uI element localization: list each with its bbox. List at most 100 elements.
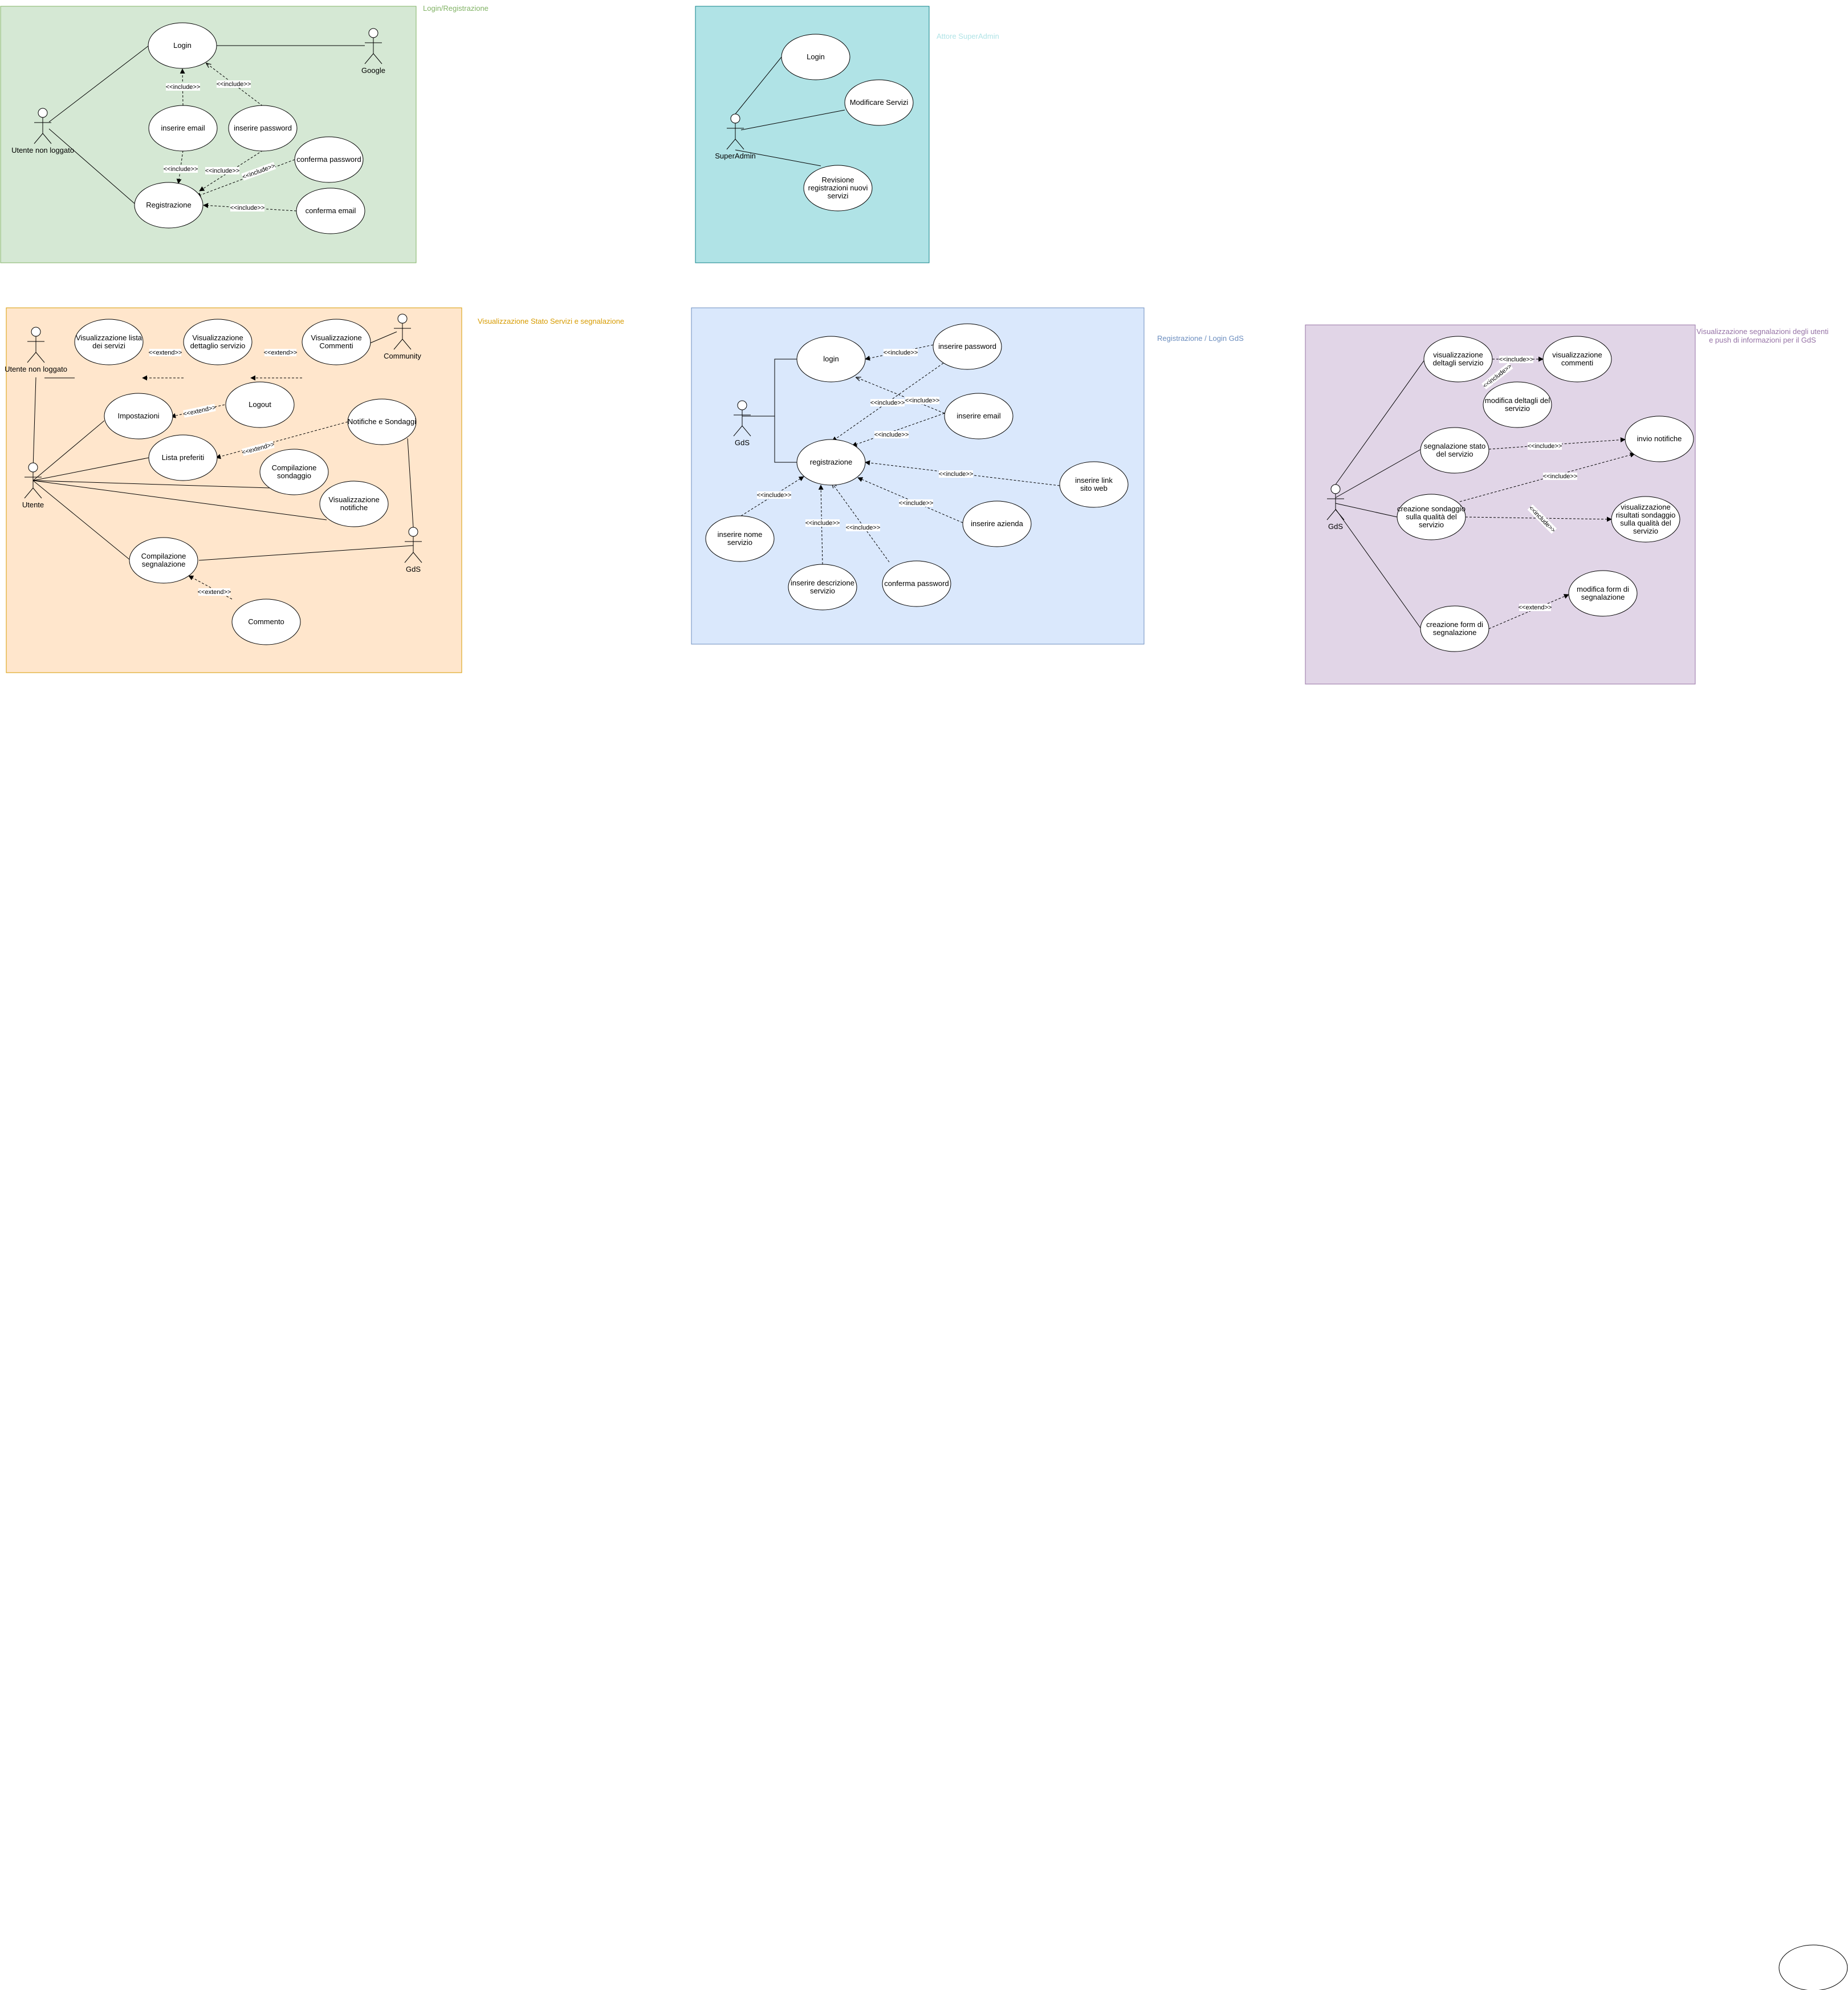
usecase-label: Logout	[249, 400, 271, 409]
actor-status-utente[interactable]: Utente	[22, 462, 44, 509]
usecase-login-confirm-email[interactable]: conferma email	[296, 188, 365, 234]
usecase-ellipse	[319, 481, 389, 527]
actor-status-user-nl[interactable]: Utente non loggato	[5, 327, 67, 373]
section-title-gds: Registrazione / Login GdS	[1157, 334, 1244, 343]
usecase-gds-password[interactable]: inserire password	[933, 323, 1002, 370]
actor-label: Utente non loggato	[11, 146, 74, 154]
usecase-label: inserire descrizione	[791, 579, 854, 587]
usecase-label: sulla qualità del	[1406, 512, 1457, 521]
actor-login-google[interactable]: Google	[361, 28, 385, 75]
actor-shape	[38, 108, 48, 118]
usecase-gds-company[interactable]: inserire azienda	[962, 500, 1032, 547]
usecase-status-comment[interactable]: Commento	[231, 599, 301, 645]
usecase-ellipse	[1625, 416, 1694, 462]
actor-shape	[726, 139, 736, 150]
usecase-label: creazione sondaggio	[1397, 504, 1466, 513]
usecase-label: inserire email	[161, 124, 205, 132]
usecase-ellipse	[231, 599, 301, 645]
usecase-login-login[interactable]: Login	[148, 22, 217, 69]
usecase-ellipse	[296, 188, 365, 234]
usecase-label: Login	[807, 52, 825, 61]
usecase-login-confirm-password[interactable]: conferma password	[294, 136, 364, 183]
usecase-label: Registrazione	[146, 201, 192, 209]
actor-gds-gds[interactable]: GdS	[733, 400, 751, 447]
usecase-login-password[interactable]: inserire password	[228, 105, 298, 152]
rel-label-extend: <<extend>>	[1519, 604, 1552, 611]
usecase-label: notifiche	[340, 503, 368, 512]
actor-shape	[413, 552, 422, 563]
actor-status-gds[interactable]: GdS	[404, 527, 422, 573]
usecase-status-notif-surveys[interactable]: Notifiche e Sondaggi	[347, 398, 417, 445]
actor-shape	[1335, 509, 1345, 520]
usecase-report-push[interactable]: invio notifiche	[1625, 416, 1694, 462]
empty-ellipse[interactable]	[1778, 1944, 1848, 1990]
usecase-label: inserire azienda	[971, 519, 1024, 528]
usecase-login-registrazione[interactable]: Registrazione	[134, 182, 203, 229]
usecase-gds-confirm-password[interactable]: conferma password	[882, 560, 951, 607]
section-title-report-line1: Visualizzazione segnalazioni degli utent…	[1696, 327, 1829, 336]
usecase-admin-modify[interactable]: Modificare Servizi	[844, 79, 914, 126]
rel-label-include: <<include>>	[217, 81, 251, 88]
usecase-status-logout[interactable]: Logout	[225, 381, 295, 428]
usecase-label: Login	[173, 41, 192, 50]
usecase-gds-registrazione[interactable]: registrazione	[796, 439, 866, 486]
actor-shape	[34, 133, 43, 144]
actor-shape	[733, 425, 743, 437]
usecase-ellipse	[882, 560, 951, 607]
usecase-gds-email[interactable]: inserire email	[944, 393, 1013, 439]
usecase-label: Revisione	[821, 176, 854, 184]
rel-label-include: <<include>>	[884, 349, 918, 356]
rel-label-include: <<include>>	[757, 492, 792, 499]
usecase-label: Commenti	[319, 341, 353, 350]
actor-shape	[1326, 509, 1336, 520]
actor-label: Utente non loggato	[5, 365, 67, 373]
actor-shape	[32, 487, 42, 499]
usecase-label: sondaggio	[277, 471, 311, 480]
usecase-status-favorites[interactable]: Lista preferiti	[148, 434, 218, 481]
usecase-label: Notifiche e Sondaggi	[348, 417, 416, 426]
actor-label: Utente	[22, 500, 44, 509]
usecase-ellipse	[228, 105, 298, 152]
usecase-label: login	[823, 355, 838, 363]
actor-login-user[interactable]: Utente non loggato	[11, 108, 74, 154]
actor-status-community[interactable]: Community	[384, 314, 421, 360]
usecase-label: Impostazioni	[118, 412, 160, 420]
actor-shape	[373, 53, 382, 64]
usecase-ellipse	[148, 22, 217, 69]
usecase-admin-login[interactable]: Login	[781, 34, 850, 80]
association-lines	[32, 45, 1426, 629]
rel-label-include: <<include>>	[164, 166, 198, 173]
usecase-label: sito web	[1080, 484, 1108, 493]
rel-label-include: <<include>>	[870, 400, 905, 406]
actor-report-gds[interactable]: GdS	[1326, 484, 1345, 531]
usecase-login-email[interactable]: inserire email	[148, 105, 218, 152]
rel-label-extend: <<extend>>	[149, 349, 182, 356]
actor-admin-superadmin[interactable]: SuperAdmin	[715, 113, 756, 160]
rel-label-include: <<include>>	[1543, 473, 1578, 480]
usecase-ellipse	[796, 439, 866, 486]
usecase-label: creazione form di	[1426, 620, 1483, 629]
usecase-gds-login[interactable]: login	[796, 336, 866, 382]
usecase-label: commenti	[1561, 359, 1593, 367]
usecase-status-settings[interactable]: Impostazioni	[104, 393, 173, 439]
